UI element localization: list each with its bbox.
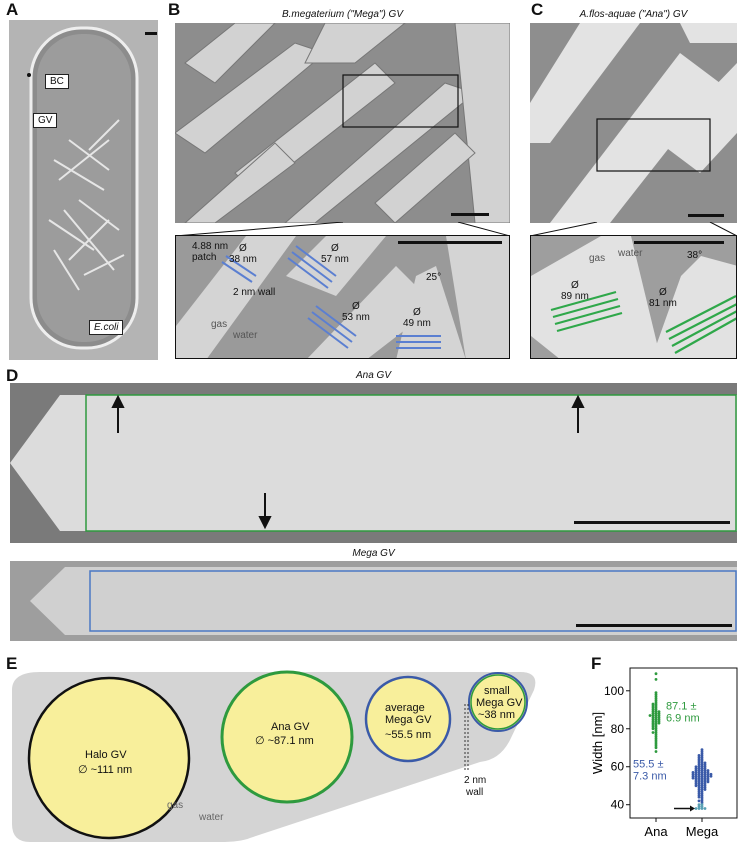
ecoli-cell-drawing <box>9 20 158 360</box>
zoom-lines-c <box>530 222 737 236</box>
c-gas-label: gas <box>589 253 606 264</box>
y-axis-label: Width [nm] <box>590 712 605 774</box>
data-point-ana <box>654 746 658 750</box>
series-annotation-ana: 87.1 ± <box>666 700 697 712</box>
x-tick-label: Mega <box>686 824 719 839</box>
e-avg-line2: Mega GV <box>385 714 432 726</box>
b-water-label: water <box>233 330 258 341</box>
b-d38-label: Ø 38 nm <box>229 243 257 265</box>
panel-a-micrograph <box>9 20 158 360</box>
e-halo-diameter: ∅ ~111 nm <box>78 764 133 776</box>
y-tick-label: 60 <box>611 760 625 774</box>
panel-c-zoom <box>530 235 737 359</box>
c-water-label: water <box>618 248 643 259</box>
panel-label-e: E <box>6 654 18 673</box>
b-wall-label: 2 nm wall <box>233 287 276 298</box>
panel-c-micrograph <box>530 23 737 223</box>
data-point-mega <box>709 774 713 778</box>
e-water-label: water <box>199 812 224 823</box>
y-tick-label: 100 <box>604 684 624 698</box>
panel-b-title: B.megaterium ("Mega") GV <box>281 9 404 20</box>
data-point-mega <box>697 795 701 799</box>
zoom-lines-b <box>175 222 510 236</box>
panel-label-a: A <box>6 0 19 19</box>
data-point-mega <box>703 788 707 791</box>
arrow-head <box>690 805 695 812</box>
data-point-ana <box>648 714 652 717</box>
data-point-mega <box>703 807 707 810</box>
plot-frame <box>629 667 738 819</box>
panel-label-d: D <box>6 366 19 385</box>
c-d81-label: Ø 81 nm <box>649 287 677 309</box>
c-angle-label: 38° <box>687 250 703 261</box>
panel-e-diagram <box>12 670 536 842</box>
panel-d-mega-image <box>10 561 737 641</box>
e-halo-label: Halo GV <box>85 749 127 761</box>
e-ana-label: Ana GV <box>271 721 310 733</box>
data-point-mega <box>700 807 704 810</box>
panel-label-b: B <box>168 0 181 19</box>
b-d53-label: Ø 53 nm <box>342 301 370 323</box>
e-ana-diameter: ∅ ~87.1 nm <box>255 735 314 747</box>
data-point-ana <box>657 721 661 725</box>
e-wall-line2: wall <box>466 787 484 798</box>
data-point-ana <box>654 672 658 676</box>
bc-label: BC <box>45 74 69 89</box>
data-point-mega <box>694 807 698 810</box>
panel-c-title: A.flos-aquae ("Ana") GV <box>579 9 688 20</box>
panel-label-c: C <box>531 0 544 19</box>
data-point-mega <box>706 780 710 784</box>
e-small-line1: small <box>484 685 510 697</box>
y-tick-label: 40 <box>611 798 625 812</box>
e-small-line3: ~38 nm <box>478 709 515 721</box>
series-annotation-mega: 55.5 ± <box>633 758 664 770</box>
data-point-mega <box>697 799 701 803</box>
panel-d-ana-title: Ana GV <box>355 370 392 381</box>
gv-label: GV <box>33 113 58 128</box>
panel-d-ana-image <box>10 383 737 543</box>
b-patch-label: 4.88 nm patch <box>192 241 229 263</box>
c-d89-label: Ø 89 nm <box>561 280 589 302</box>
e-avg-line1: average <box>385 702 425 714</box>
b-angle-label: 25° <box>426 272 442 283</box>
b-d49-label: Ø 49 nm <box>403 307 431 329</box>
e-avg-line3: ~55.5 nm <box>385 729 432 741</box>
data-point-ana <box>651 731 655 734</box>
series-annotation-ana: 6.9 nm <box>666 712 700 724</box>
panel-d-mega-title: Mega GV <box>352 548 395 559</box>
e-wall-line1: 2 nm <box>464 775 487 786</box>
data-point-ana <box>654 677 658 681</box>
x-tick-label: Ana <box>644 824 668 839</box>
e-small-line2: Mega GV <box>476 697 523 709</box>
y-tick-label: 80 <box>611 722 625 736</box>
data-point-mega <box>691 776 695 780</box>
b-d57-label: Ø 57 nm <box>321 243 349 265</box>
e-gas-label: gas <box>167 800 184 811</box>
data-point-mega <box>694 784 698 788</box>
data-point-ana <box>651 727 655 731</box>
panel-b-zoom <box>175 235 510 359</box>
ecoli-label: E.coli <box>89 320 124 335</box>
data-point-ana <box>654 750 658 753</box>
series-annotation-mega: 7.3 nm <box>633 770 667 782</box>
panel-label-f: F <box>591 654 602 673</box>
b-gas-label: gas <box>211 319 228 330</box>
panel-b-micrograph <box>175 23 510 223</box>
data-point-mega <box>697 807 701 810</box>
